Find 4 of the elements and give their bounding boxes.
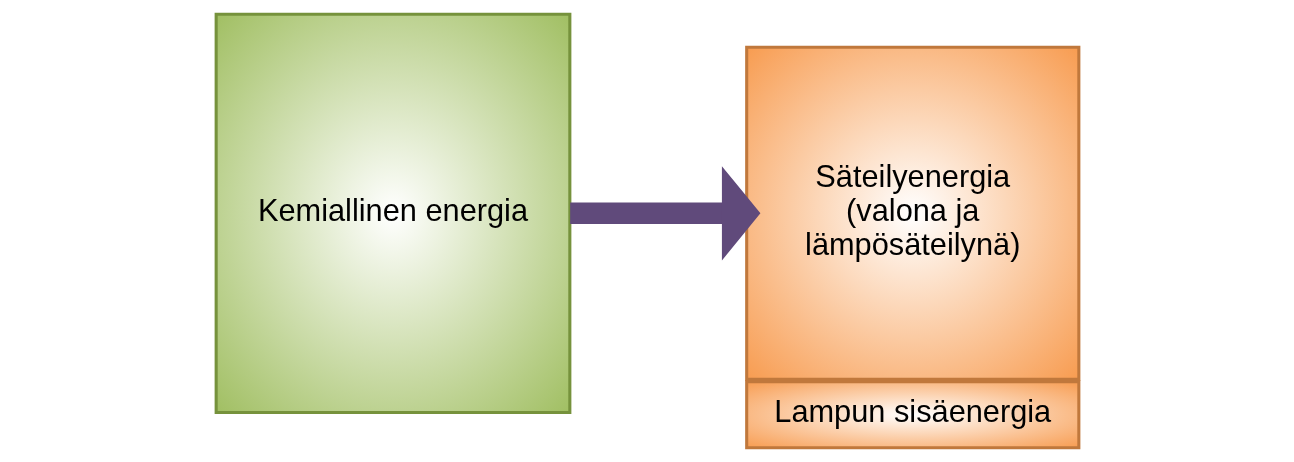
node-box: Lampun sisäenergia — [744, 380, 1080, 450]
node-box: Säteilyenergia (valona ja lämpösäteilynä) — [744, 45, 1080, 381]
arrow — [569, 166, 760, 261]
node-box: Kemiallinen energia — [214, 12, 571, 414]
